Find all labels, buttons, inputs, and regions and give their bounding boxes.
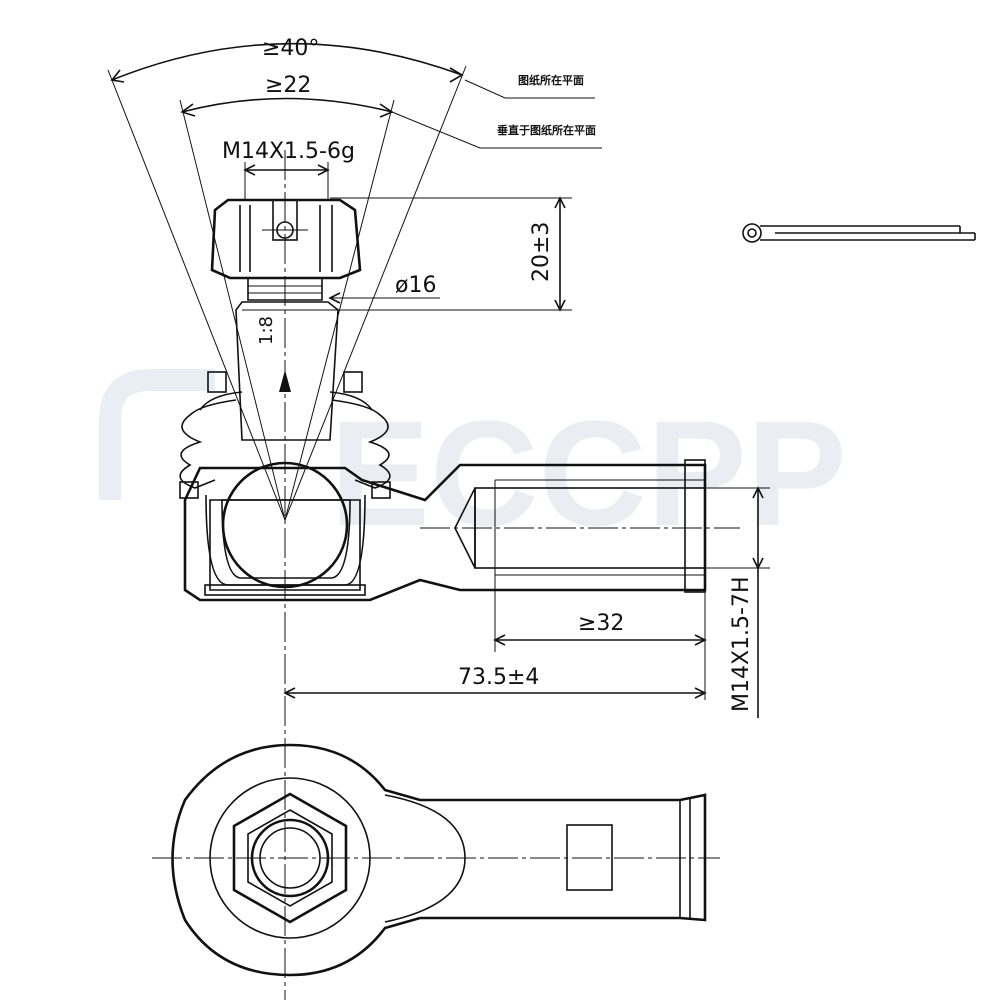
cotter-pin (742, 223, 976, 243)
stud-diameter-dimension: ø16 (328, 273, 440, 304)
stud-diameter-label: ø16 (395, 273, 436, 298)
cone-angle-dimension: ≥40° (107, 36, 467, 521)
stud-thread-dimension: M14X1.5-6g (222, 139, 355, 200)
thread-depth-label: ≥32 (578, 611, 624, 636)
overall-length-dimension: 73.5±4 (283, 665, 707, 699)
tapered-stud: 1:8 (235, 301, 339, 441)
inner-thread-dimension: M14X1.5-7H (705, 486, 770, 718)
housing-section (183, 459, 707, 602)
plane-callouts: 图纸所在平面 垂直于图纸所在平面 (391, 73, 602, 149)
watermark-text: ECCPP (330, 389, 847, 557)
taper-span-label: ≥22 (265, 73, 311, 98)
cone-angle-label: ≥40° (262, 36, 319, 61)
stud-thread-label: M14X1.5-6g (222, 139, 355, 164)
in-plane-note: 图纸所在平面 (518, 73, 584, 87)
castle-nut (210, 198, 362, 301)
perpendicular-plane-note: 垂直于图纸所在平面 (497, 123, 596, 137)
taper-arrow-icon (279, 370, 291, 392)
nut-height-dimension: 20±3 (330, 196, 572, 312)
thread-depth-dimension: ≥32 (493, 575, 707, 700)
overall-length-label: 73.5±4 (458, 665, 539, 690)
top-view (152, 743, 720, 977)
nut-height-label: 20±3 (529, 222, 554, 282)
inner-thread-label: M14X1.5-7H (729, 576, 754, 712)
dust-boot (179, 371, 391, 499)
watermark: ECCPP (99, 369, 847, 557)
taper-ratio-label: 1:8 (256, 316, 277, 345)
